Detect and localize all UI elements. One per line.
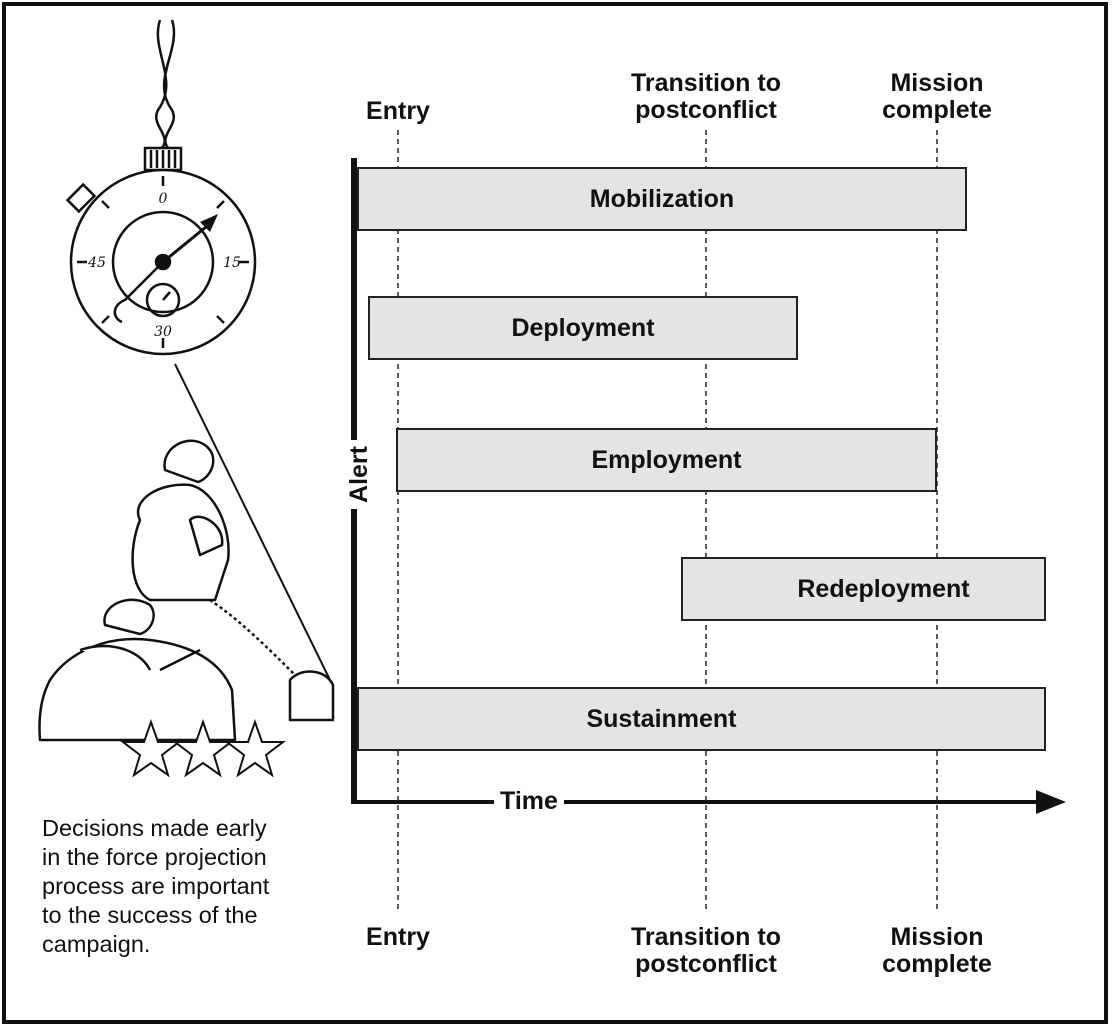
- star-2: [172, 718, 234, 778]
- stopwatch-hand: [162, 220, 213, 264]
- phase-bar-deployment: Deployment: [368, 296, 798, 360]
- stopwatch-cord: [155, 19, 176, 149]
- soldiers-illustration: [38, 439, 335, 742]
- top-label-entry: Entry: [366, 97, 430, 125]
- top-label-mission-complete: Mission complete: [882, 69, 992, 124]
- bottom-label-entry: Entry: [366, 923, 430, 951]
- time-axis-label: Time: [494, 786, 564, 816]
- bottom-label-transition: Transition to postconflict: [631, 923, 781, 978]
- dial-label-0: 0: [159, 191, 168, 207]
- phase-bar-mobilization: Mobilization: [357, 167, 967, 231]
- pointer-line: [174, 363, 331, 681]
- stopwatch-inner-ring: [111, 210, 215, 314]
- phase-label-redeployment: Redeployment: [797, 574, 970, 603]
- bottom-label-mission-complete: Mission complete: [882, 923, 992, 978]
- phase-label-sustainment: Sustainment: [586, 704, 737, 733]
- dial-label-15: 15: [223, 255, 241, 271]
- phase-bar-employment: Employment: [396, 428, 937, 492]
- star-1: [120, 718, 182, 778]
- phase-bar-sustainment: Sustainment: [357, 687, 1046, 751]
- stopwatch-subdial: [145, 282, 181, 318]
- dial-label-30: 30: [154, 324, 172, 340]
- caption-text: Decisions made early in the force projec…: [42, 815, 270, 957]
- phase-label-deployment: Deployment: [511, 313, 655, 342]
- stopwatch-illustration: [65, 19, 257, 356]
- time-arrow-head: [1036, 790, 1066, 814]
- three-stars-rank: [120, 718, 286, 778]
- phase-bar-redeployment: Redeployment: [681, 557, 1046, 621]
- stopwatch-button: [65, 182, 97, 214]
- top-label-transition: Transition to postconflict: [631, 69, 781, 124]
- dial-label-45: 45: [87, 255, 106, 271]
- alert-axis-label: Alert: [344, 440, 374, 509]
- phase-label-mobilization: Mobilization: [589, 184, 735, 213]
- phase-label-employment: Employment: [591, 445, 742, 474]
- star-3: [224, 718, 286, 778]
